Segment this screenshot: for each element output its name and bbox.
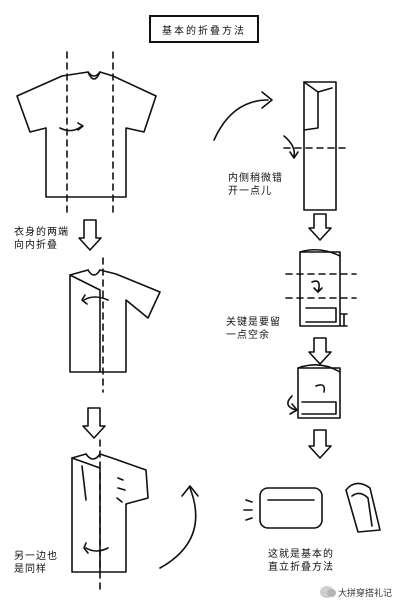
diagram-title: 基本的折叠方法	[162, 25, 246, 37]
down-arrow-1	[78, 219, 102, 251]
step1-caption: 衣身的两端 向内折叠	[14, 226, 69, 252]
step5-caption: 这就是基本的 直立折叠方法	[268, 548, 334, 574]
folded-strip-illustration	[283, 81, 351, 211]
title-box: 基本的折叠方法	[149, 15, 259, 43]
step3-caption: 内侧稍微错 开一点儿	[228, 172, 283, 198]
down-arrow-3	[308, 213, 332, 241]
wechat-logo-icon	[320, 586, 336, 598]
curved-arrow-bottom	[159, 487, 197, 569]
step4-line2: 一点空余	[226, 330, 270, 341]
step1-line1: 衣身的两端	[14, 227, 69, 238]
rolled-bundle-illustration	[287, 364, 341, 419]
folded-thirds-illustration	[285, 248, 357, 327]
step3-line2: 开一点儿	[228, 186, 272, 197]
tshirt-other-side-folding	[71, 439, 149, 591]
down-arrow-5	[308, 429, 332, 459]
down-arrow-2	[82, 407, 106, 439]
curved-arrow-top	[213, 99, 269, 141]
step2-line1: 另一边也	[14, 551, 58, 562]
step4-line1: 关键是要留	[226, 317, 281, 328]
tshirt-flat-illustration	[16, 51, 157, 213]
tshirt-one-side-folded	[69, 257, 161, 393]
step4-caption: 关键是要留 一点空余	[226, 316, 281, 342]
watermark-text: 大拼穿搭礼记	[338, 588, 393, 599]
step3-line1: 内侧稍微错	[228, 173, 283, 184]
watermark: 大拼穿搭礼记	[320, 584, 392, 600]
step2-caption: 另一边也 是同样	[14, 550, 58, 576]
step5-line1: 这就是基本的	[268, 549, 334, 560]
final-folded-shirts	[243, 482, 381, 533]
down-arrow-4	[308, 337, 332, 365]
step5-line2: 直立折叠方法	[268, 562, 334, 573]
step1-line2: 向内折叠	[14, 240, 58, 251]
step2-line2: 是同样	[14, 564, 47, 575]
